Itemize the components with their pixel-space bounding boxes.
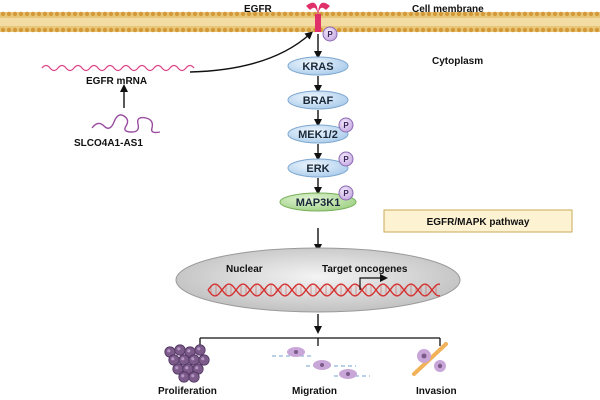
phospho-badge: P xyxy=(338,185,354,201)
svg-text:P: P xyxy=(343,121,349,130)
cascade-node-label: MEK1/2 xyxy=(298,129,338,141)
target-oncogenes-label: Target oncogenes xyxy=(322,264,408,275)
mrna-to-egfr-arrow xyxy=(189,31,313,73)
svg-text:P: P xyxy=(343,189,349,198)
cascade-node-label: BRAF xyxy=(303,95,334,107)
lncrna-structure xyxy=(91,114,161,134)
cytoplasm-label: Cytoplasm xyxy=(432,56,483,67)
dna-helix xyxy=(207,283,440,297)
egfr-mrna-strand xyxy=(41,64,195,72)
pathway-label: EGFR/MAPK pathway xyxy=(427,217,530,228)
nuclear-label: Nuclear xyxy=(226,264,263,275)
cell-membrane xyxy=(0,11,600,33)
egfr-receptor xyxy=(306,2,330,32)
proliferation-label: Proliferation xyxy=(158,386,217,397)
cascade-node-braf: BRAF xyxy=(287,90,349,110)
transcription-start-arrow xyxy=(359,274,388,290)
phospho-badge: P xyxy=(338,117,354,133)
egfr-mrna-label: EGFR mRNA xyxy=(86,76,147,87)
cascade-node-label: ERK xyxy=(306,163,329,175)
cascade-node-kras: KRAS xyxy=(287,56,349,76)
cascade-node-label: MAP3K1 xyxy=(296,197,341,209)
lncrna-label: SLCO4A1-AS1 xyxy=(74,138,143,149)
egfr-phospho-badge: P xyxy=(322,26,338,42)
nucleus xyxy=(175,247,461,313)
cascade-node-mek1-2: MEK1/2 P xyxy=(287,117,354,144)
membrane-lipid-heads xyxy=(0,11,600,33)
cell-membrane-label: Cell membrane xyxy=(412,4,484,15)
svg-text:P: P xyxy=(327,30,333,39)
pathway-box: EGFR/MAPK pathway xyxy=(383,209,573,233)
migration-label: Migration xyxy=(292,386,337,397)
invasion-cells-icon xyxy=(412,342,448,376)
svg-text:P: P xyxy=(343,155,349,164)
invasion-label: Invasion xyxy=(416,386,457,397)
egfr-label: EGFR xyxy=(244,4,273,15)
cascade-node-erk: ERK P xyxy=(287,151,354,178)
proliferation-cells-icon xyxy=(164,344,210,383)
migration-cells-icon xyxy=(272,347,370,379)
cascade-node-label: KRAS xyxy=(302,61,333,73)
outcome-bracket xyxy=(199,337,441,346)
phospho-badge: P xyxy=(338,151,354,167)
